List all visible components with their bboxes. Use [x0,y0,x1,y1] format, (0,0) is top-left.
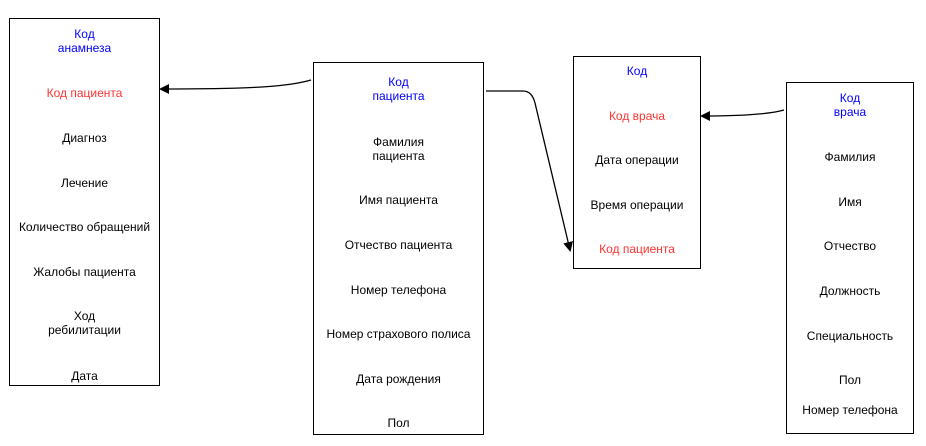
field-anamnesis-id: Код анамнеза [57,27,112,55]
arrow-doctor-to-operation [700,109,785,121]
field-patient-middle-name: Отчество пациента [344,238,453,252]
field-operation-date: Дата операции [595,153,679,167]
operation-table[interactable]: Код Код врача Дата операции Время операц… [573,56,701,269]
field-patient-id: Код пациента [372,75,425,103]
field-patient-sex: Пол [387,416,410,430]
field-operation-id: Код [626,64,648,78]
field-doctor-phone: Номер телефона [802,403,898,417]
field-patient-birth-date: Дата рождения [356,372,441,386]
field-anamnesis-rehab-course: Ход ребилитации [48,309,121,337]
field-anamnesis-patient-id: Код пациента [46,86,123,100]
field-doctor-specialty: Специальность [806,329,894,343]
arrow-patient-to-anamnesis [159,79,312,94]
patient-table[interactable]: Код пациента Фамилия пациента Имя пациен… [313,62,484,435]
field-doctor-id: Код врача [833,91,867,119]
field-patient-insurance-number: Номер страхового полиса [326,327,471,341]
field-anamnesis-diagnosis: Диагноз [62,131,107,145]
anamnesis-table[interactable]: Код анамнеза Код пациента Диагноз Лечени… [9,18,160,386]
field-operation-time: Время операции [590,198,684,212]
field-doctor-sex: Пол [838,373,862,387]
arrow-patient-to-operation [486,90,574,252]
field-operation-doctor-id: Код врача [608,109,666,123]
field-doctor-middle-name: Отчество [823,239,877,253]
field-doctor-first-name: Имя [838,195,862,209]
field-patient-first-name: Имя пациента [359,193,438,207]
field-anamnesis-date: Дата [71,369,98,383]
field-anamnesis-visit-count: Количество обращений [18,220,151,234]
field-doctor-position: Должность [819,284,881,298]
doctor-table[interactable]: Код врача Фамилия Имя Отчество Должность… [786,82,914,434]
field-doctor-last-name: Фамилия [824,150,876,164]
field-anamnesis-treatment: Лечение [60,176,109,190]
field-anamnesis-complaints: Жалобы пациента [33,265,136,279]
field-patient-last-name: Фамилия пациента [372,135,425,163]
field-operation-patient-id: Код пациента [599,242,675,256]
field-patient-phone: Номер телефона [350,283,447,297]
